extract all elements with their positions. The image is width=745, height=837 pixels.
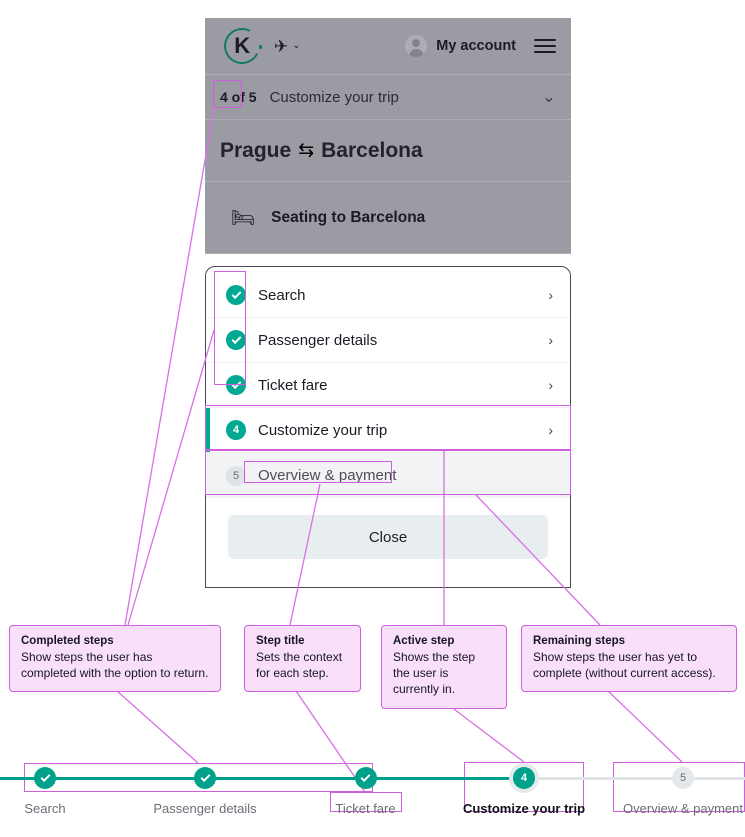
connector-completed <box>127 329 215 626</box>
seating-section: 🛏 Seating to Barcelona <box>205 182 571 254</box>
stepper-label: Search <box>24 801 66 816</box>
route-origin: Prague <box>220 138 292 162</box>
stepper-label: Ticket fare <box>335 801 396 816</box>
chevron-right-icon: › <box>548 377 553 393</box>
account-label: My account <box>436 38 516 54</box>
connector-stepcount <box>124 107 215 626</box>
burger-line <box>534 51 556 54</box>
check-icon <box>354 767 377 789</box>
step-label: Overview & payment <box>258 467 397 484</box>
logo-dot <box>258 45 262 49</box>
stepper-node-customize-your-trip[interactable]: 4 Customize your trip <box>454 755 594 816</box>
hamburger-menu-icon[interactable] <box>534 38 556 54</box>
annotation-title: Active step <box>393 635 455 647</box>
step-label: Search <box>258 286 306 304</box>
step-number-badge: 5 <box>672 767 694 789</box>
steps-bottom-sheet: Search › Passenger details › Ticket fare… <box>205 266 571 588</box>
step-row-customize-your-trip[interactable]: 4 Customize your trip › <box>206 408 570 453</box>
chevron-down-icon[interactable]: ⌄ <box>541 87 556 106</box>
seat-icon: 🛏 <box>231 207 256 229</box>
connector-remaining-bottom <box>607 690 683 763</box>
stepper-node-search[interactable]: Search <box>0 755 90 816</box>
burger-line <box>534 44 556 48</box>
check-icon <box>226 375 246 395</box>
close-button[interactable]: Close <box>228 515 548 559</box>
airplane-icon: ✈ <box>274 36 289 56</box>
phone-mock: K ✈ ⌄ My account 4 of 5 Customize your t… <box>205 18 571 588</box>
check-icon <box>194 767 216 789</box>
kiwi-logo[interactable]: K <box>219 23 265 69</box>
step-number-badge: 5 <box>226 465 246 486</box>
chevron-right-icon: › <box>548 287 553 303</box>
step-row-passenger-details[interactable]: Passenger details › <box>206 318 570 363</box>
step-label: Ticket fare <box>258 376 328 394</box>
my-account-button[interactable]: My account <box>405 35 516 57</box>
annotation-title: Step title <box>256 635 305 647</box>
stepper-label: Customize your trip <box>462 801 586 816</box>
annotation-remaining-steps: Remaining steps Show steps the user has … <box>521 625 737 693</box>
horizontal-stepper: Search Passenger details Ticket fare 4 C… <box>0 755 745 837</box>
trip-route: Prague ⇆ Barcelona <box>205 120 571 182</box>
stepper-label: Overview & payment <box>623 801 743 816</box>
route-destination: Barcelona <box>321 138 423 162</box>
step-number-badge: 4 <box>513 767 535 789</box>
step-counter: 4 of 5 <box>220 89 257 105</box>
annotation-step-title: Step title Sets the context for each ste… <box>244 625 361 693</box>
seating-label: Seating to Barcelona <box>271 208 426 226</box>
annotation-title: Remaining steps <box>533 635 626 647</box>
connector-completed-bottom <box>116 690 199 764</box>
annotation-body: Show steps the user has yet to complete … <box>533 650 716 681</box>
step-row-overview-and-payment: 5 Overview & payment <box>206 453 570 498</box>
connector-title-bottom <box>295 690 366 793</box>
step-label: Passenger details <box>258 331 378 349</box>
check-icon <box>226 285 246 305</box>
step-row-ticket-fare[interactable]: Ticket fare › <box>206 363 570 408</box>
check-icon <box>34 767 56 789</box>
step-list: Search › Passenger details › Ticket fare… <box>206 267 570 498</box>
annotation-active-step: Active step Shows the step the user is c… <box>381 625 507 709</box>
step-label: Customize your trip <box>258 421 388 439</box>
stepper-node-passenger-details[interactable]: Passenger details <box>125 755 285 816</box>
chevron-right-icon: › <box>548 422 553 438</box>
swap-icon: ⇆ <box>298 140 315 161</box>
app-header: K ✈ ⌄ My account <box>205 18 571 75</box>
annotation-body: Show steps the user has completed with t… <box>21 650 209 681</box>
stepper-track-progress <box>0 777 524 780</box>
stepper-label: Passenger details <box>153 801 257 816</box>
connector-title <box>289 483 321 626</box>
step-row-search[interactable]: Search › <box>206 273 570 318</box>
annotation-title: Completed steps <box>21 635 114 647</box>
current-step-title: Customize your trip <box>269 88 399 106</box>
step-number-badge: 4 <box>226 420 246 440</box>
chevron-down-icon: ⌄ <box>292 40 301 51</box>
annotation-completed-steps: Completed steps Show steps the user has … <box>9 625 221 693</box>
logo-letter: K <box>234 33 250 58</box>
connector-remaining <box>475 494 601 626</box>
sheet-footer: Close <box>206 498 570 579</box>
annotation-body: Sets the context for each step. <box>256 650 343 681</box>
avatar <box>405 35 428 57</box>
stepper-node-overview-and-payment: 5 Overview & payment <box>613 755 745 816</box>
burger-line <box>534 38 556 41</box>
stepper-node-ticket-fare[interactable]: Ticket fare <box>318 755 413 816</box>
chevron-right-icon: › <box>548 332 553 348</box>
travel-mode-switch[interactable]: ✈ ⌄ <box>274 38 301 55</box>
annotation-body: Shows the step the user is currently in. <box>393 650 476 697</box>
step-summary-bar[interactable]: 4 of 5 Customize your trip ⌄ <box>205 75 571 120</box>
check-icon <box>226 330 246 350</box>
